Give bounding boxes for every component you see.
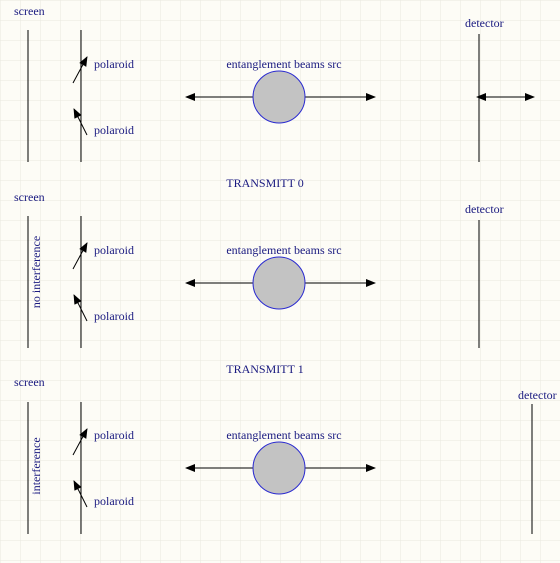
polaroid-bottom-label: polaroid (94, 494, 134, 508)
screen-label: screen (14, 4, 45, 18)
detector-label: detector (465, 16, 504, 30)
screen-note: no interference (29, 236, 43, 308)
polaroid-bottom-arrow (73, 480, 88, 508)
panel-2: TRANSMITT 0 screen no interference polar… (14, 176, 504, 348)
panel-3: TRANSMITT 1 screen interference polaroid… (14, 362, 557, 534)
entanglement-source (252, 256, 306, 310)
polaroid-top-arrow (72, 56, 88, 84)
screen-label: screen (14, 190, 45, 204)
polaroid-top-arrow (72, 242, 88, 270)
polaroid-bottom-label: polaroid (94, 123, 134, 137)
polaroid-top-label: polaroid (94, 243, 134, 257)
polaroid-bottom-arrow (73, 294, 88, 322)
entanglement-source (252, 70, 306, 124)
screen-label: screen (14, 375, 45, 389)
polaroid-bottom-arrow (73, 108, 88, 136)
detector-label: detector (518, 388, 557, 402)
panel-1: screen polaroid polaroid entanglement be… (14, 4, 535, 162)
source-label: entanglement beams src (226, 57, 341, 71)
polaroid-top-label: polaroid (94, 57, 134, 71)
screen-note: interference (29, 437, 43, 494)
panel-title: TRANSMITT 1 (226, 362, 303, 376)
panel-title: TRANSMITT 0 (226, 176, 303, 190)
polaroid-bottom-label: polaroid (94, 309, 134, 323)
detector-label: detector (465, 202, 504, 216)
source-label: entanglement beams src (226, 428, 341, 442)
polaroid-top-arrow (72, 428, 88, 456)
entanglement-source (252, 441, 306, 495)
source-label: entanglement beams src (226, 243, 341, 257)
polaroid-top-label: polaroid (94, 428, 134, 442)
